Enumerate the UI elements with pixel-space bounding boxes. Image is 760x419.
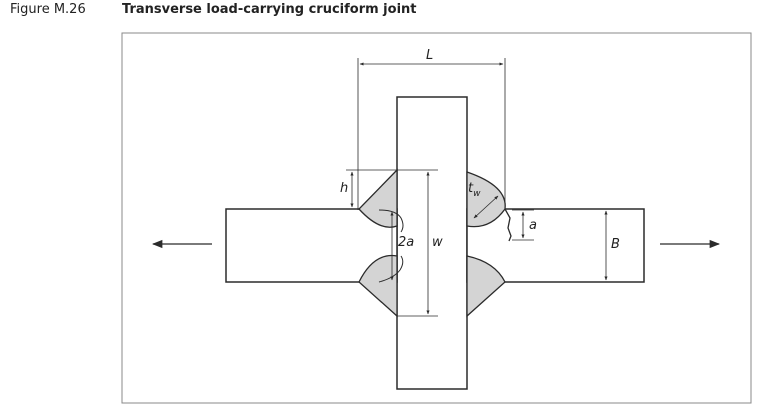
figure-title: Transverse load-carrying cruciform joint (122, 2, 417, 17)
label-tw: tw (468, 181, 481, 199)
crack-line-upper (378, 209, 404, 233)
label-2a: 2a (398, 235, 414, 250)
figure-number: Figure M.26 (10, 2, 86, 17)
right-plate (466, 208, 645, 283)
figure-frame (121, 32, 752, 404)
label-h: h (340, 181, 348, 196)
label-B: B (611, 237, 620, 252)
vertical-plate (396, 96, 468, 390)
weld-bottom-right (466, 255, 506, 318)
label-a: a (529, 218, 537, 233)
tw-dimension-line (473, 195, 499, 219)
crack-line-lower (378, 255, 404, 283)
toe-crack (504, 208, 512, 242)
label-L: L (426, 48, 433, 63)
label-w: w (432, 235, 443, 250)
